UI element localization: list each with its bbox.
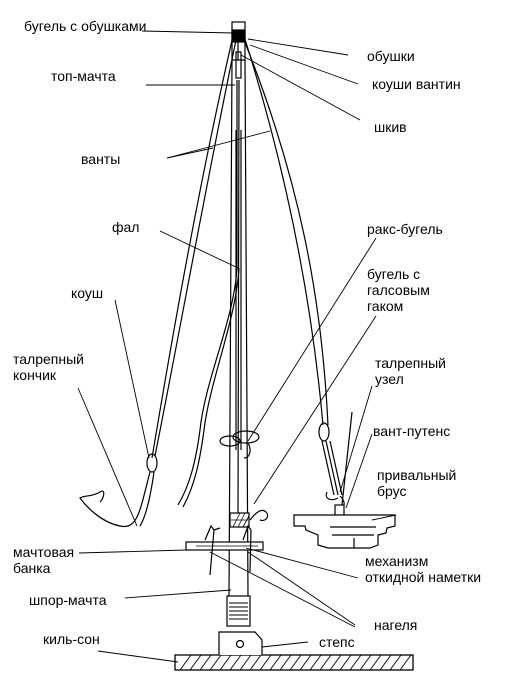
label-raks-bugel: ракс-бугель xyxy=(367,221,443,237)
label-vanty: ванты xyxy=(81,151,121,167)
label-shkiv: шкив xyxy=(374,119,407,135)
label-nagelya: нагеля xyxy=(374,617,418,633)
shrouds-right xyxy=(243,35,353,528)
label-vant-putens: вант-путенс xyxy=(373,423,451,439)
label-top-machta: топ-мачта xyxy=(51,68,116,84)
belaying-pins xyxy=(204,524,252,576)
label-talrepnyy-uzel: талрепный узел xyxy=(375,355,446,387)
label-bugel-s-galsovym-gakom: бугель с галсовым гаком xyxy=(367,266,430,314)
mast-hoops xyxy=(219,430,260,459)
label-koushi-vantin: коуши вантин xyxy=(372,76,461,92)
label-kaush: коуш xyxy=(71,285,104,301)
label-obushki: обушки xyxy=(367,48,415,64)
label-fal: фал xyxy=(112,219,140,235)
thwart xyxy=(185,541,264,551)
label-kil-son: киль-сон xyxy=(43,631,100,647)
label-mekhanizm: механизм откидной наметки xyxy=(365,553,482,585)
label-talrepnyy-konchik: талрепный кончик xyxy=(13,351,84,383)
gunwale xyxy=(293,514,396,549)
hook-band-hook xyxy=(249,509,269,521)
label-bugel-s-obushkami: бугель с обушками xyxy=(24,18,147,34)
keelson xyxy=(174,654,414,671)
label-shpor-machta: шпор-мачта xyxy=(29,592,107,608)
mast xyxy=(228,21,250,597)
leader-lines xyxy=(77,30,397,663)
label-privalnyy-brus: привальный брус xyxy=(377,467,457,499)
shrouds-left xyxy=(79,35,237,528)
label-steps: степс xyxy=(319,634,355,650)
mast-step xyxy=(218,631,263,655)
halyard xyxy=(177,80,240,508)
mast-heel xyxy=(226,595,251,627)
label-machtovaya-banka: мачтовая банка xyxy=(13,544,75,576)
